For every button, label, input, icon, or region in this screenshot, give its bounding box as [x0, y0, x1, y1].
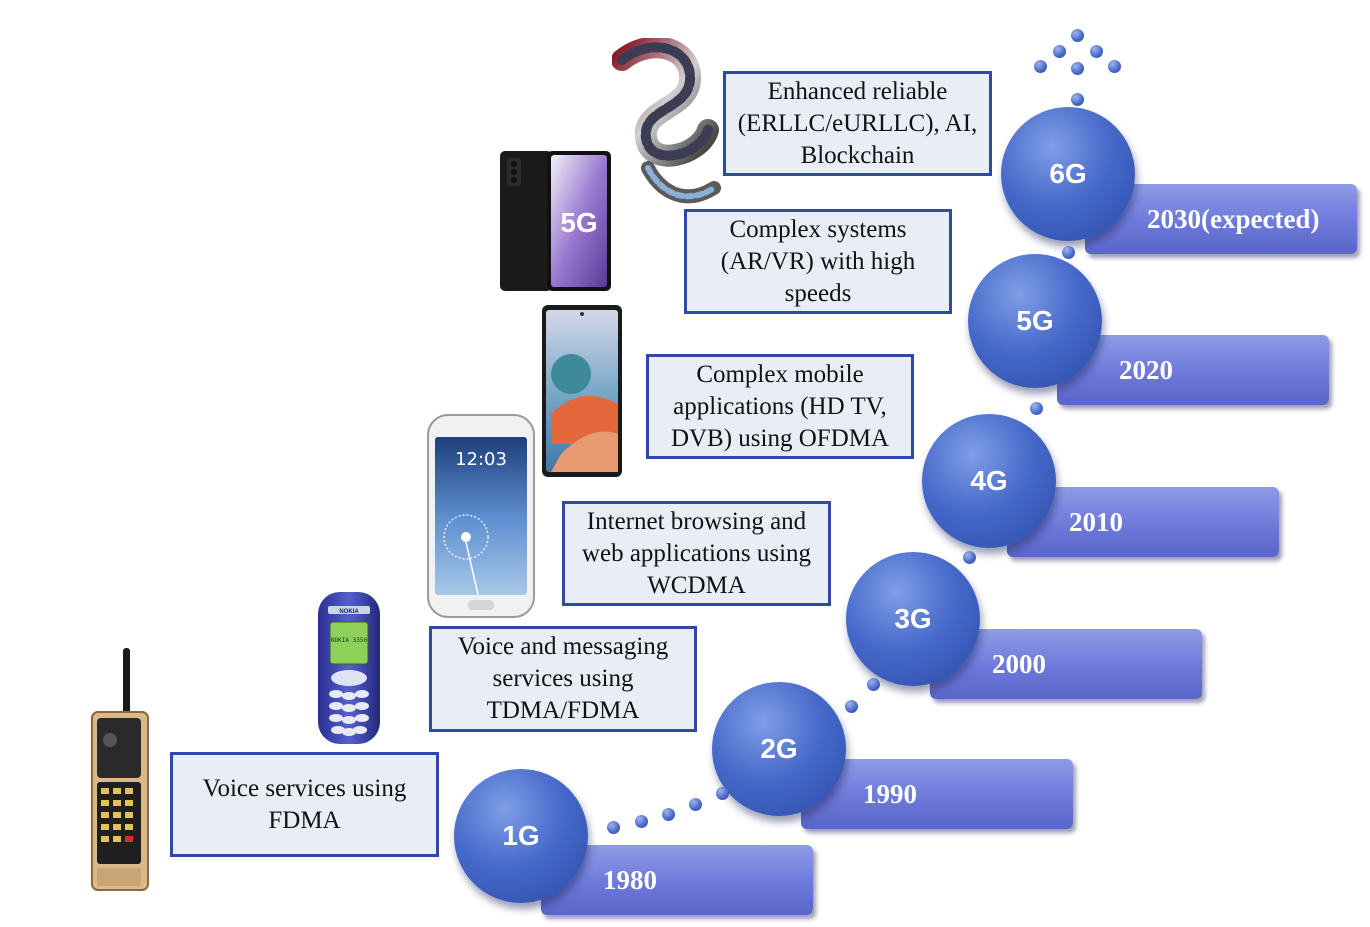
nokia-phone-icon: NOKIA NOKIA 3350	[318, 592, 380, 744]
connector-dot	[1071, 29, 1084, 42]
galaxy-clock-text: 12:03	[455, 449, 507, 470]
connector-dot	[716, 787, 729, 800]
generation-label-2g: 2G	[760, 733, 798, 764]
description-text-3g: Internet browsing and web applications u…	[581, 507, 812, 599]
description-text-5g: Complex systems (AR/VR) with high speeds	[720, 215, 916, 307]
nokia-screen-text: NOKIA 3350	[331, 637, 368, 644]
year-bar-1g: 1980	[541, 845, 813, 915]
connector-dot	[1034, 60, 1047, 73]
generation-label-5g: 5G	[1016, 305, 1054, 336]
connector-dot	[662, 808, 675, 821]
connector-dot	[1071, 62, 1084, 75]
connector-dot	[635, 815, 648, 828]
connector-dot	[867, 678, 880, 691]
connector-dot	[689, 798, 702, 811]
connector-dot	[1062, 246, 1075, 259]
generation-label-4g: 4G	[970, 465, 1008, 496]
description-box-6g: Enhanced reliable (ERLLC/eURLLC), AI, Bl…	[723, 71, 992, 176]
connector-dot	[1030, 402, 1043, 415]
generation-label-3g: 3G	[894, 603, 932, 634]
year-label-4g: 2010	[1069, 506, 1123, 537]
year-label-6g: 2030(expected)	[1147, 203, 1320, 234]
connector-dot	[1090, 45, 1103, 58]
year-label-1g: 1980	[603, 864, 657, 895]
connector-dot	[963, 551, 976, 564]
year-label-5g: 2020	[1119, 354, 1173, 385]
connector-dot	[1071, 93, 1084, 106]
year-bar-5g: 2020	[1057, 335, 1329, 405]
generation-circle-6g: 6G	[1001, 107, 1135, 241]
description-text-1g: Voice services using FDMA	[202, 774, 407, 834]
smartphone-5g-icon: 5G	[500, 151, 611, 291]
smartphone-4g-icon	[542, 305, 622, 477]
year-label-2g: 1990	[863, 778, 917, 809]
generation-circle-4g: 4G	[922, 414, 1056, 548]
generation-label-6g: 6G	[1049, 158, 1087, 189]
description-box-5g: Complex systems (AR/VR) with high speeds	[684, 209, 952, 314]
smartphone-3g-icon: 12:03	[427, 414, 535, 618]
generation-circle-1g: 1G	[454, 769, 588, 903]
generation-label-1g: 1G	[502, 820, 540, 851]
generation-circle-3g: 3G	[846, 552, 980, 686]
description-text-4g: Complex mobile applications (HD TV, DVB)…	[670, 360, 890, 452]
flexible-display-icon	[612, 38, 721, 204]
description-text-6g: Enhanced reliable (ERLLC/eURLLC), AI, Bl…	[737, 77, 978, 169]
year-bar-2g: 1990	[801, 759, 1073, 829]
connector-dot	[845, 700, 858, 713]
phone-5g-logo-text: 5G	[560, 207, 597, 238]
description-text-2g: Voice and messaging services using TDMA/…	[457, 633, 669, 724]
description-box-2g: Voice and messaging services using TDMA/…	[429, 626, 697, 732]
connector-dot	[1053, 45, 1066, 58]
brick-phone-icon	[91, 648, 149, 891]
generation-circle-2g: 2G	[712, 682, 846, 816]
year-label-3g: 2000	[992, 648, 1046, 679]
description-box-3g: Internet browsing and web applications u…	[562, 501, 831, 606]
connector-dot	[607, 821, 620, 834]
description-box-4g: Complex mobile applications (HD TV, DVB)…	[646, 354, 914, 459]
generation-circle-5g: 5G	[968, 254, 1102, 388]
description-box-1g: Voice services using FDMA	[170, 752, 439, 857]
connector-dot	[1108, 60, 1121, 73]
nokia-brand-text: NOKIA	[339, 609, 359, 615]
